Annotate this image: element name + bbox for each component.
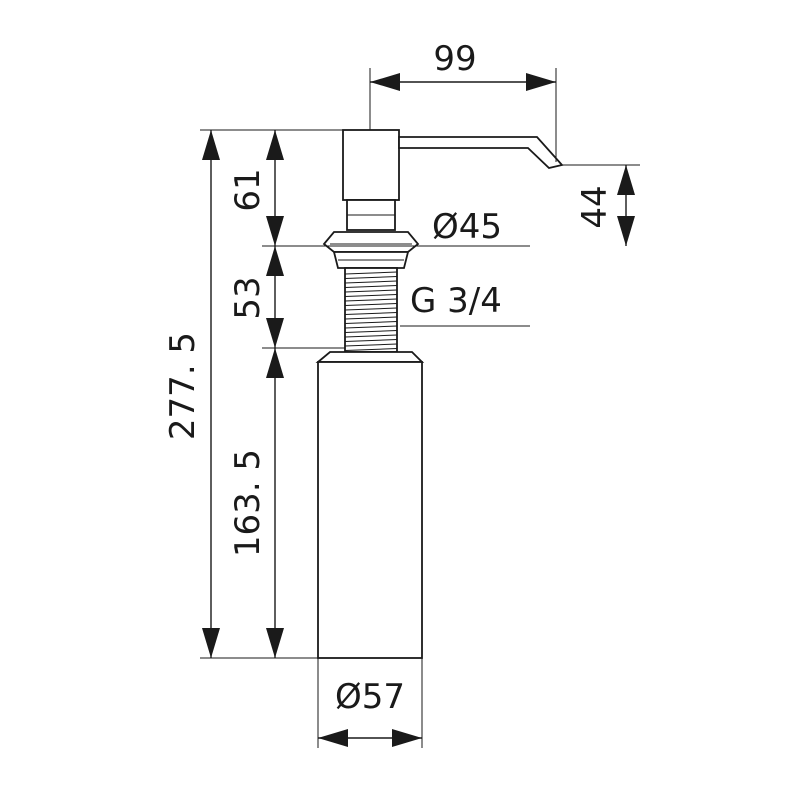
thread-line <box>344 339 398 342</box>
spout-reach-dimension <box>370 73 556 91</box>
thread-size-label: G 3/4 <box>410 281 502 321</box>
arrow-head <box>617 216 635 246</box>
thread-lines <box>344 271 398 351</box>
dispenser-outline <box>315 129 564 659</box>
bottle-diameter-dimension <box>318 729 422 747</box>
arrow-head <box>202 628 220 658</box>
total-height-dimension <box>202 130 220 658</box>
thread-line <box>344 343 398 347</box>
thread-line <box>344 289 398 293</box>
thread-line <box>344 294 398 297</box>
head-height-dimension <box>266 130 284 246</box>
flange-diameter-label: Ø45 <box>432 207 502 247</box>
thread-length-label: 53 <box>228 276 268 319</box>
bottle-diameter-label: Ø57 <box>335 677 405 717</box>
total-height-label: 277. 5 <box>163 332 203 440</box>
arrow-head <box>266 348 284 378</box>
bottle-height-label: 163. 5 <box>228 449 268 557</box>
arrow-head <box>266 130 284 160</box>
pump-head <box>342 129 400 201</box>
head-height-label: 61 <box>228 168 268 211</box>
spout-reach-label: 99 <box>433 39 476 79</box>
thread-line <box>344 316 398 320</box>
thread-line <box>344 271 398 275</box>
arrow-head <box>266 628 284 658</box>
spout-height-dimension <box>617 165 635 246</box>
spout <box>398 136 564 169</box>
thread-line <box>344 312 398 315</box>
flange <box>322 231 420 253</box>
thread-line <box>344 307 398 311</box>
thread-line <box>344 285 398 288</box>
arrow-head <box>266 318 284 348</box>
thread-line <box>344 303 398 306</box>
arrow-head <box>266 246 284 276</box>
arrow-head <box>318 729 348 747</box>
arrow-head <box>392 729 422 747</box>
thread-line <box>344 348 398 351</box>
thread-line <box>344 298 398 302</box>
spout-height-label: 44 <box>575 185 615 228</box>
thread-length-dimension <box>266 246 284 348</box>
arrow-head <box>617 165 635 195</box>
arrow-head <box>370 73 400 91</box>
thread-line <box>344 330 398 333</box>
bottle-shoulder <box>315 351 425 363</box>
extension-lines <box>200 68 640 748</box>
thread-line <box>344 325 398 329</box>
bottle-height-dimension <box>266 348 284 658</box>
bottle <box>317 361 423 659</box>
thread-line <box>344 321 398 324</box>
arrow-head <box>202 130 220 160</box>
thread-line <box>344 280 398 284</box>
thread-line <box>344 334 398 338</box>
arrow-head <box>526 73 556 91</box>
thread-line <box>344 276 398 279</box>
arrow-head <box>266 216 284 246</box>
